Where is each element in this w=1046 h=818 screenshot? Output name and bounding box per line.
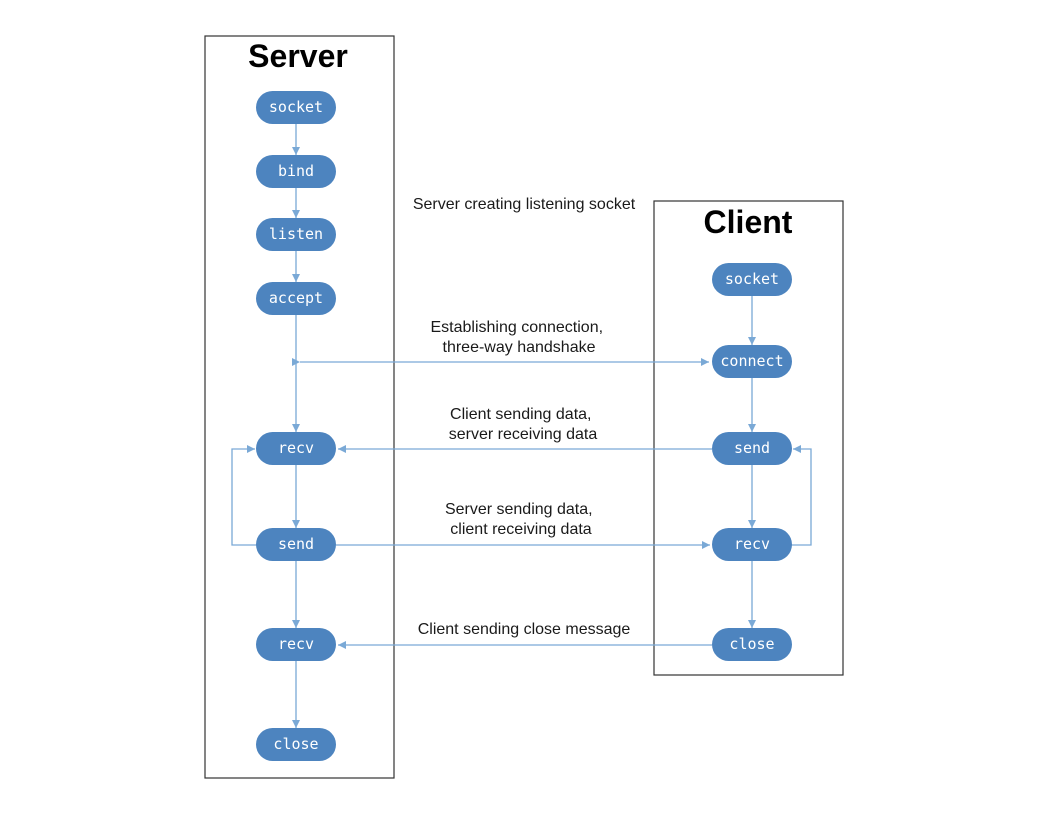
server-node-socket: socket <box>256 91 336 124</box>
client-title: Client <box>704 204 793 240</box>
client-node-close: close <box>712 628 792 661</box>
server-node-bind-label: bind <box>278 162 314 180</box>
caption-client-send: Client sending data, server receiving da… <box>449 406 598 443</box>
client-node-recv-label: recv <box>734 535 770 553</box>
server-node-recv: recv <box>256 432 336 465</box>
server-node-socket-label: socket <box>269 98 323 116</box>
client-node-close-label: close <box>729 635 774 653</box>
server-title: Server <box>248 38 348 74</box>
client-node-send: send <box>712 432 792 465</box>
client-node-socket-label: socket <box>725 270 779 288</box>
caption-listening: Server creating listening socket <box>413 196 636 213</box>
client-node-connect-label: connect <box>720 352 783 370</box>
caption-handshake-line2: three-way handshake <box>443 339 596 356</box>
caption-server-send-line2: client receiving data <box>450 521 592 538</box>
server-node-accept: accept <box>256 282 336 315</box>
server-node-recv-close-label: recv <box>278 635 314 653</box>
client-node-socket: socket <box>712 263 792 296</box>
caption-server-send-line1: Server sending data, <box>445 501 593 518</box>
server-box <box>204 35 395 779</box>
server-node-close: close <box>256 728 336 761</box>
client-node-send-label: send <box>734 439 770 457</box>
arrow-server-loop <box>231 445 257 546</box>
server-node-bind: bind <box>256 155 336 188</box>
server-node-listen-label: listen <box>269 225 323 243</box>
caption-client-send-line2: server receiving data <box>449 426 598 443</box>
server-node-recv-close: recv <box>256 628 336 661</box>
server-node-accept-label: accept <box>269 289 323 307</box>
server-node-recv-label: recv <box>278 439 314 457</box>
client-node-recv: recv <box>712 528 792 561</box>
server-node-send-label: send <box>278 535 314 553</box>
caption-handshake: Establishing connection, three-way hands… <box>430 319 607 356</box>
caption-client-send-line1: Client sending data, <box>450 406 591 423</box>
flow-arrows <box>231 124 812 728</box>
caption-server-send: Server sending data, client receiving da… <box>445 501 597 538</box>
client-node-connect: connect <box>712 345 792 378</box>
server-node-listen: listen <box>256 218 336 251</box>
caption-close-message: Client sending close message <box>418 621 631 638</box>
server-node-send: send <box>256 528 336 561</box>
server-node-close-label: close <box>273 735 318 753</box>
arrow-client-loop <box>791 445 812 546</box>
caption-handshake-line1: Establishing connection, <box>430 319 603 336</box>
client-box <box>653 200 844 676</box>
